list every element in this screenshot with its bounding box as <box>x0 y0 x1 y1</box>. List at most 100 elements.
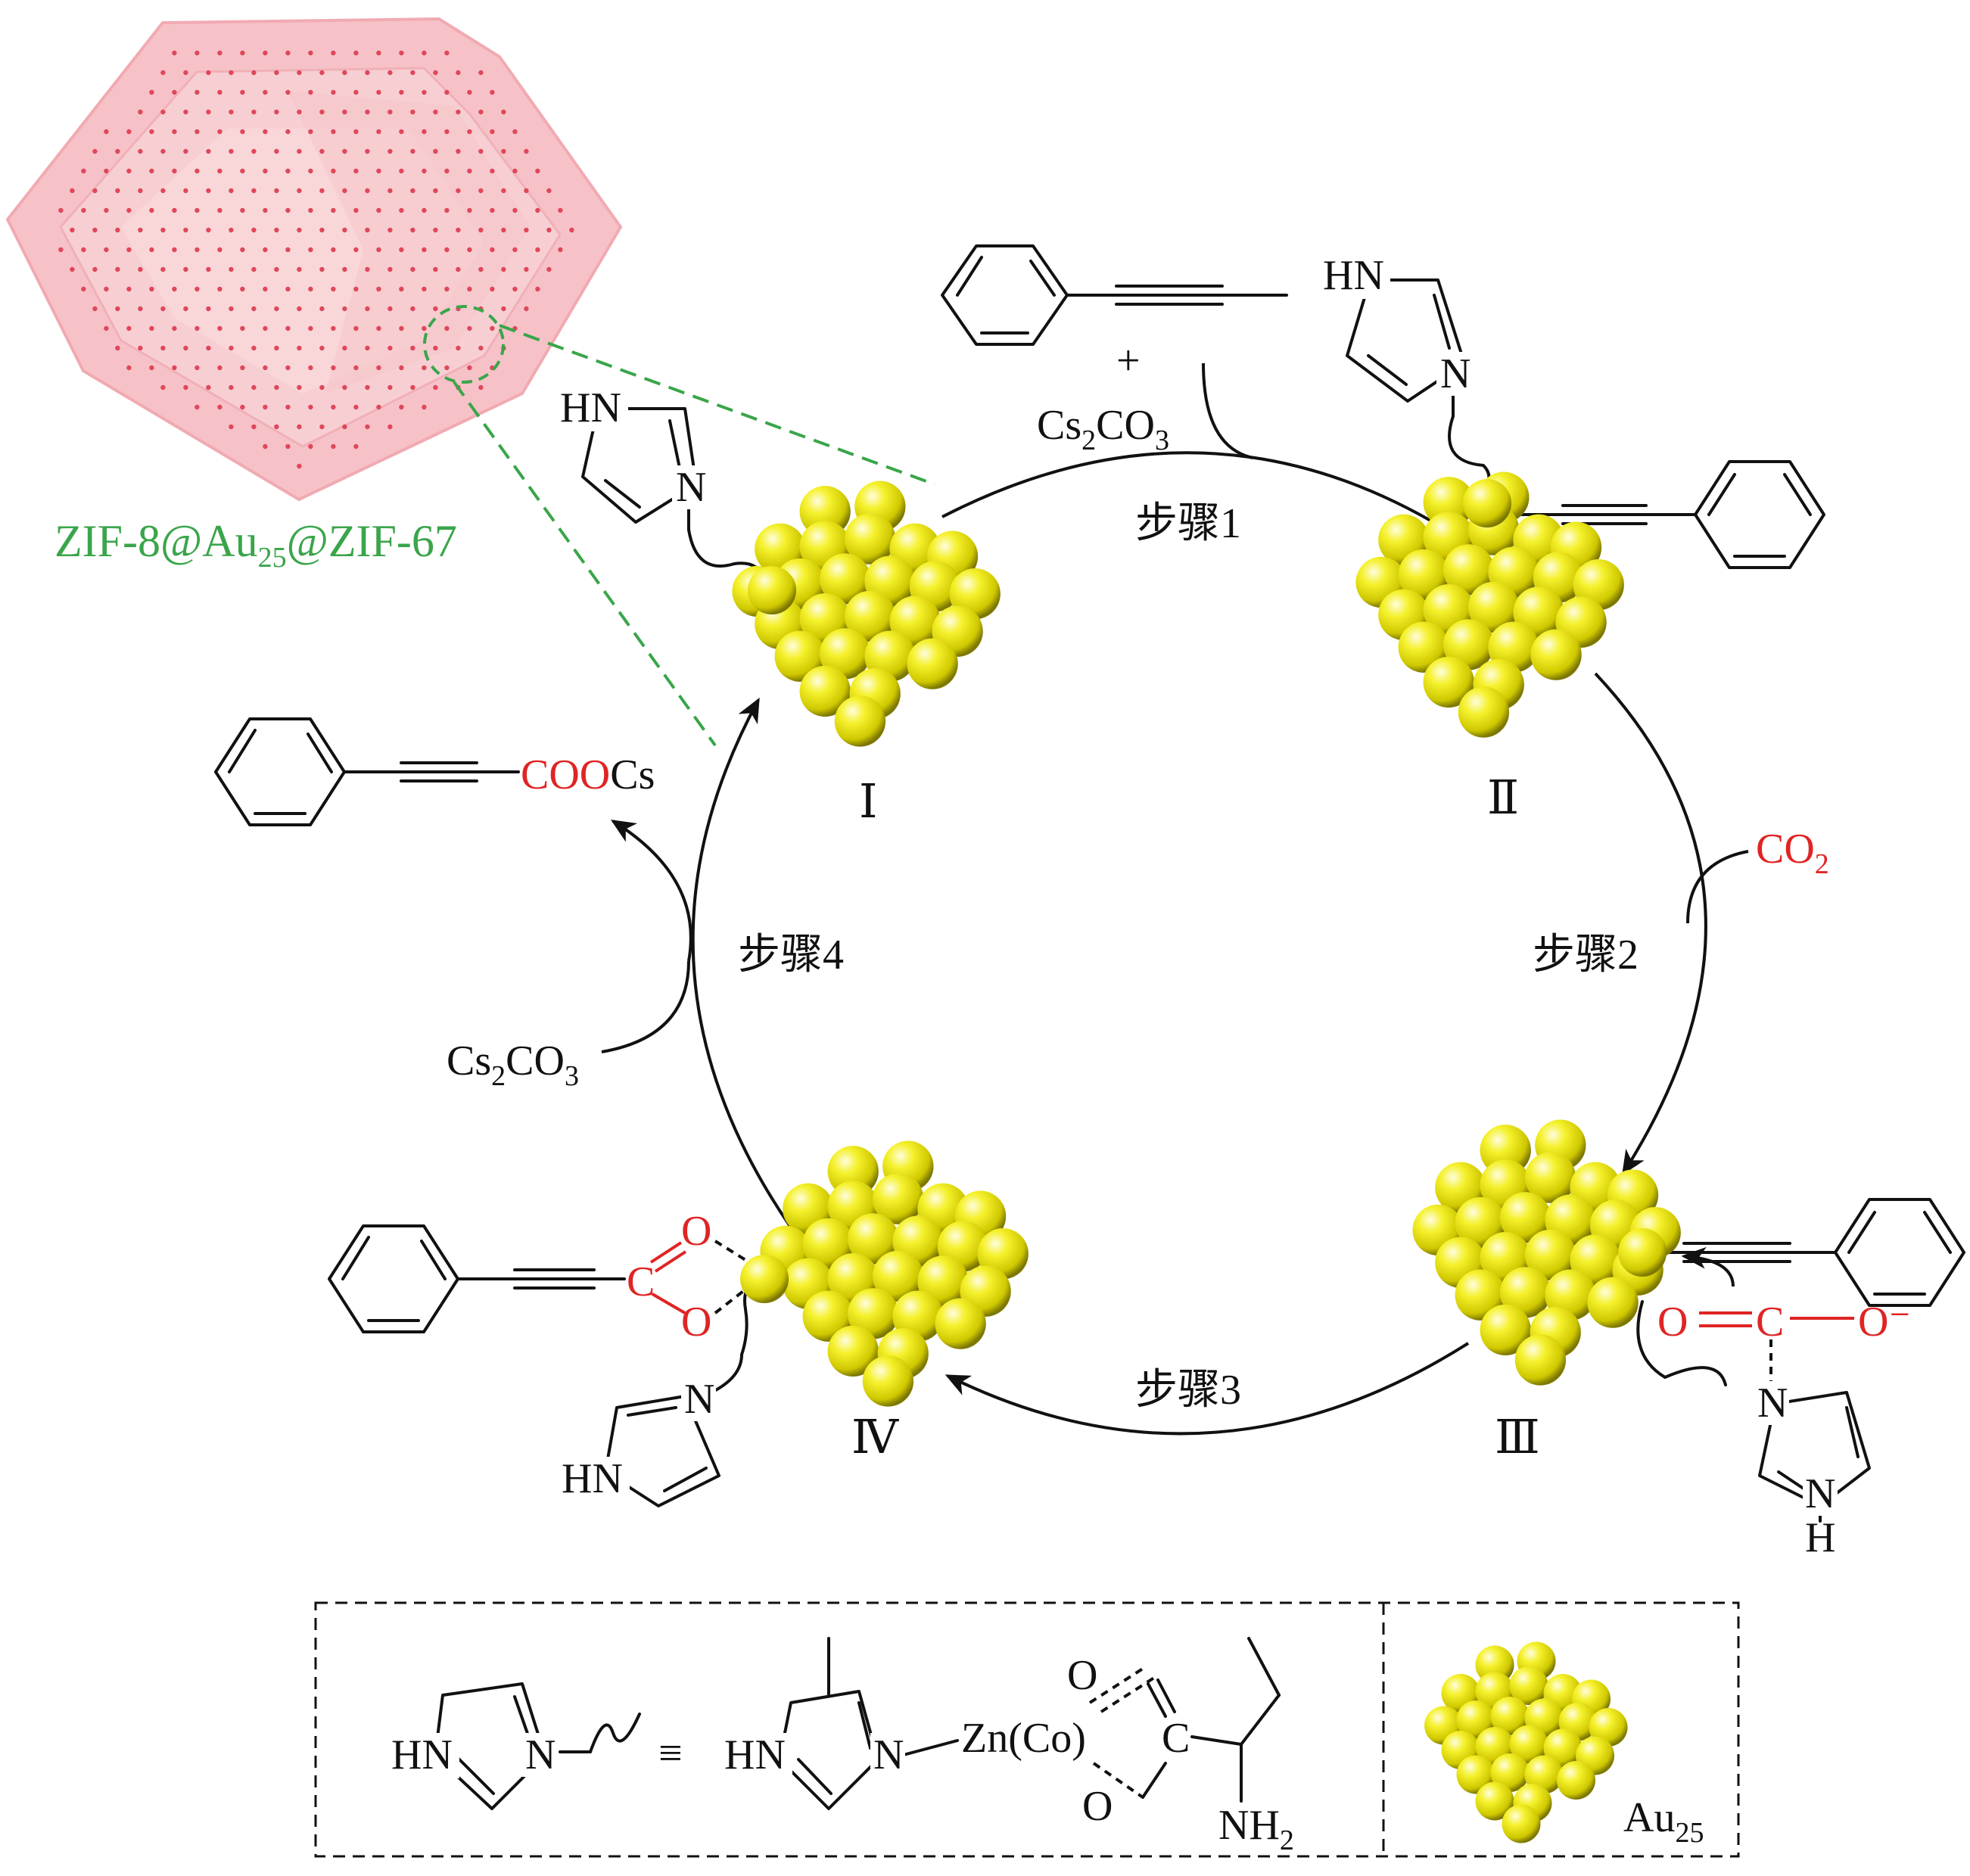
au-dot <box>126 129 132 135</box>
au25-cluster-legend <box>1424 1641 1628 1843</box>
au-dot <box>263 404 268 410</box>
legend-zn-co: Zn(Co) <box>961 1715 1086 1762</box>
step1-label: 步骤1 <box>1135 500 1241 547</box>
au-dot <box>387 266 393 272</box>
legend-atom-O1: O <box>1067 1652 1097 1699</box>
atom-HN-II: HN <box>1323 252 1384 299</box>
zif-au-dots <box>58 50 574 469</box>
au-dot <box>365 266 370 272</box>
au-dot <box>365 109 370 115</box>
au-dot <box>410 227 415 233</box>
product-label: COOCs <box>521 751 655 798</box>
product-phenylpropiolate <box>214 717 520 826</box>
au-dot <box>342 227 347 233</box>
au-dot <box>376 168 381 174</box>
au-dot <box>433 109 438 115</box>
atom-C-IV: C <box>627 1258 655 1305</box>
au-dot <box>195 286 200 292</box>
au-dot <box>365 424 370 430</box>
au-dot <box>422 325 427 331</box>
au-dot <box>433 148 438 154</box>
au-dot <box>229 306 234 312</box>
arc-step2 <box>1594 672 1707 1176</box>
au-dot <box>376 50 381 56</box>
au-dot <box>138 345 143 351</box>
au-dot <box>285 50 291 56</box>
au-dot <box>512 129 518 135</box>
au-dot <box>285 129 291 135</box>
au-dot <box>467 168 472 174</box>
legend-atom-O2: O <box>1082 1783 1113 1830</box>
atom-C-III: C <box>1756 1299 1784 1346</box>
phenylpropiolate-IV <box>328 1224 751 1333</box>
au-dot <box>297 148 302 154</box>
au-dot <box>319 266 325 272</box>
au-dot <box>263 168 268 174</box>
au-dot <box>104 286 109 292</box>
au-dot <box>263 50 268 56</box>
au-dot <box>410 70 415 76</box>
au-dot <box>274 384 279 390</box>
au-dot <box>433 306 438 312</box>
au-dot <box>546 227 552 233</box>
au-atom <box>1509 1666 1548 1705</box>
zoom-line-top <box>499 324 935 486</box>
au-dot <box>92 188 98 194</box>
au-dot <box>546 266 552 272</box>
atom-N-II: N <box>1440 350 1470 397</box>
au-dot <box>274 306 279 312</box>
au-dot <box>217 168 223 174</box>
au-dot <box>399 129 404 135</box>
au-dot <box>501 306 506 312</box>
au-dot <box>149 286 154 292</box>
atom-HN-IV: HN <box>562 1455 623 1502</box>
au-dot <box>217 89 223 95</box>
au-dot <box>387 384 393 390</box>
au-dot <box>524 306 529 312</box>
au-dot <box>410 306 415 312</box>
au-dot <box>115 227 120 233</box>
au-dot <box>58 247 64 253</box>
au-dot <box>160 266 166 272</box>
au-dot <box>285 365 291 371</box>
au-dot <box>308 50 313 56</box>
au-dot <box>422 50 427 56</box>
au-dot <box>240 247 245 253</box>
au-dot <box>251 424 257 430</box>
atom-N-III: N <box>1757 1380 1788 1426</box>
au-dot <box>104 207 109 213</box>
atom-O1-IV: O <box>681 1208 711 1255</box>
product-out-arrow <box>610 820 692 962</box>
au-dot <box>376 247 381 253</box>
au-atom <box>1587 1277 1639 1328</box>
au-dot <box>433 384 438 390</box>
au-dot <box>251 70 257 76</box>
au-dot <box>331 129 336 135</box>
au-dot <box>206 148 211 154</box>
au-dot <box>456 227 461 233</box>
au-dot <box>104 129 109 135</box>
au-dot <box>92 148 98 154</box>
phenylpropyne-top <box>941 244 1288 346</box>
au-dot <box>422 404 427 410</box>
au-atom <box>1423 477 1474 528</box>
au-dot <box>422 129 427 135</box>
au-atom <box>834 695 886 747</box>
au-dot <box>229 227 234 233</box>
au-dot <box>319 109 325 115</box>
au-dot <box>467 247 472 253</box>
au-atom <box>1442 544 1495 596</box>
au-dot <box>478 70 484 76</box>
au-dot <box>308 325 313 331</box>
cs2co3-top: Cs2CO3 <box>1037 402 1169 456</box>
atom-HN-I: HN <box>560 384 621 431</box>
au-dot <box>229 188 234 194</box>
au-dot <box>251 188 257 194</box>
au-dot <box>138 306 143 312</box>
au-atom <box>740 1255 789 1303</box>
au-dot <box>297 306 302 312</box>
au-dot <box>444 129 450 135</box>
au25-cluster-I <box>732 481 1001 747</box>
au-dot <box>263 325 268 331</box>
